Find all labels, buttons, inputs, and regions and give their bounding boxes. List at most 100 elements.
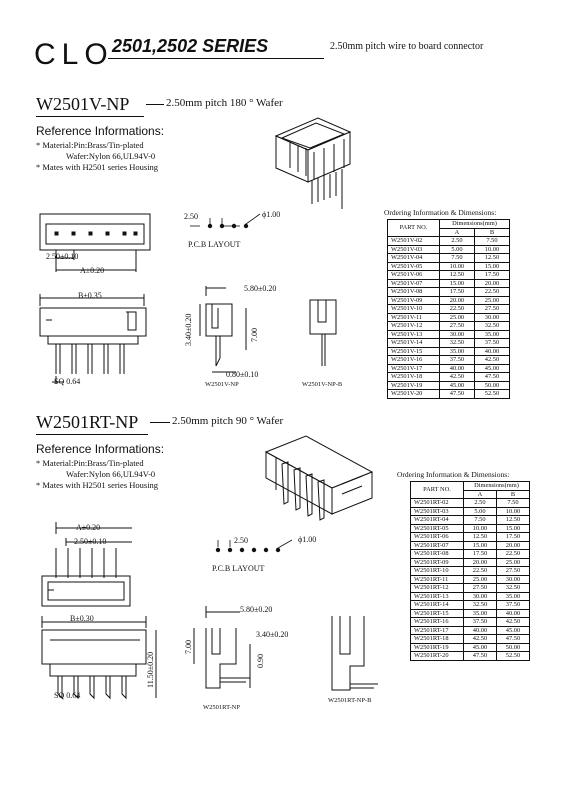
section2-dim-a-value: 42.50 xyxy=(462,634,497,644)
section1-col-part: PART NO. xyxy=(387,219,440,237)
section2-dim-b-value: 32.50 xyxy=(495,583,531,593)
section2-part-number: W2501RT-10 xyxy=(410,566,464,576)
section1-height-label: 3.40±0.20 xyxy=(184,313,193,346)
section2-bottom-view xyxy=(41,616,157,700)
section1-dim-b-value: 32.50 xyxy=(473,321,511,331)
section2-part-number: W2501RT-05 xyxy=(410,523,464,533)
series-title: 2501,2502 SERIES xyxy=(112,36,269,56)
section1-part-number: W2501V-15 xyxy=(387,346,440,356)
section2-side-view xyxy=(193,606,251,689)
section1-dim-a-value: 15.00 xyxy=(438,278,475,288)
section1-side-view xyxy=(199,286,247,373)
section2-part-number: W2501RT-06 xyxy=(410,532,464,542)
section1-dim-a-value: 12.50 xyxy=(438,270,475,280)
header-underline xyxy=(108,58,324,59)
section2-side-view-b-name: W2501RT-NP-B xyxy=(328,697,372,704)
section2-dim-a-value: 47.50 xyxy=(462,651,497,661)
section1-dim-b-value: 47.50 xyxy=(473,372,511,382)
section1-dim-a-value: 30.00 xyxy=(438,329,475,339)
section1-model-underline xyxy=(36,116,144,117)
section1-col-b: B xyxy=(473,227,511,237)
section1-part-number: W2501V-02 xyxy=(387,236,440,246)
section1-pcb-layout-label: P.C.B LAYOUT xyxy=(188,240,241,249)
section1-ref-line-1: * Material:Pin:Brass/Tin-plated xyxy=(36,140,144,150)
section1-dim-a-value: 42.50 xyxy=(438,372,475,382)
section1-dim-b-value: 30.00 xyxy=(473,312,511,322)
section2-sq-label: SQ 0.64 xyxy=(54,691,81,700)
section1-hole-label: ϕ1.00 xyxy=(262,210,281,219)
section1-description: 2.50mm pitch 180 ° Wafer xyxy=(166,97,283,109)
section2-part-number: W2501RT-11 xyxy=(410,574,464,584)
section1-part-number: W2501V-17 xyxy=(387,363,440,373)
section2-dim-b-value: 15.00 xyxy=(495,523,531,533)
section2-part-number: W2501RT-17 xyxy=(410,625,464,635)
section1-ordering-title: Ordering Information & Dimensions: xyxy=(384,208,497,217)
section2-dim-b-value: 22.50 xyxy=(495,549,531,559)
section1-ref-line-2: Wafer:Nylon 66,UL94V-0 xyxy=(66,151,156,161)
section2-part-number: W2501RT-13 xyxy=(410,591,464,601)
section1-dim-a-value: 10.00 xyxy=(438,261,475,271)
series-subtitle: 2.50mm pitch wire to board connector xyxy=(330,41,484,52)
section1-side-view-name: W2501V-NP xyxy=(205,381,239,388)
section2-dim-b-label: B±0.30 xyxy=(70,614,94,623)
section1-dim-a-value: 5.00 xyxy=(438,244,475,254)
section1-dim-b-value: 52.50 xyxy=(473,389,511,399)
section2-dim-a-value: 40.00 xyxy=(462,625,497,635)
section2-dim-a-value: 17.50 xyxy=(462,549,497,559)
section2-dim-b-value: 30.00 xyxy=(495,574,531,584)
section2-dim-b-value: 42.50 xyxy=(495,617,531,627)
section2-ref-line-2: Wafer:Nylon 66,UL94V-0 xyxy=(66,469,156,479)
section1-part-number: W2501V-04 xyxy=(387,253,440,263)
section1-part-number: W2501V-12 xyxy=(387,321,440,331)
section1-dim-a-value: 40.00 xyxy=(438,363,475,373)
section2-dim-a-value: 15.00 xyxy=(462,540,497,550)
section2-front-view xyxy=(41,522,132,607)
section2-pitch-label: 2.50±0.10 xyxy=(74,537,107,546)
section2-tail-label: 0.90 xyxy=(256,654,265,668)
section2-dim-b-value: 37.50 xyxy=(495,600,531,610)
section1-dim-b-value: 17.50 xyxy=(473,270,511,280)
section2-offset-label: 3.40±0.20 xyxy=(256,630,289,639)
section2-dim-a-value: 20.00 xyxy=(462,557,497,567)
section2-dim-b-value: 40.00 xyxy=(495,608,531,618)
section1-model-leader xyxy=(146,104,164,105)
section2-dim-b-value: 17.50 xyxy=(495,532,531,542)
section2-dim-b-value: 10.00 xyxy=(495,506,531,516)
section2-description: 2.50mm pitch 90 ° Wafer xyxy=(172,415,284,427)
section1-dim-a-value: 20.00 xyxy=(438,295,475,305)
section2-dim-a-value: 30.00 xyxy=(462,591,497,601)
section1-dim-b-value: 10.00 xyxy=(473,244,511,254)
section2-dim-b-value: 35.00 xyxy=(495,591,531,601)
section1-pin-length-label: 7.00 xyxy=(250,328,259,342)
section2-dim-a-value: 45.00 xyxy=(462,642,497,652)
section2-part-number: W2501RT-20 xyxy=(410,651,464,661)
section2-height-label: 11.50±0.20 xyxy=(146,651,155,688)
section2-part-number: W2501RT-12 xyxy=(410,583,464,593)
section2-dim-a-value: 5.00 xyxy=(462,506,497,516)
section2-side-view-name: W2501RT-NP xyxy=(203,704,240,711)
section2-dim-b-value: 50.00 xyxy=(495,642,531,652)
section1-dim-b-value: 25.00 xyxy=(473,295,511,305)
section2-dim-a-value: 27.50 xyxy=(462,583,497,593)
